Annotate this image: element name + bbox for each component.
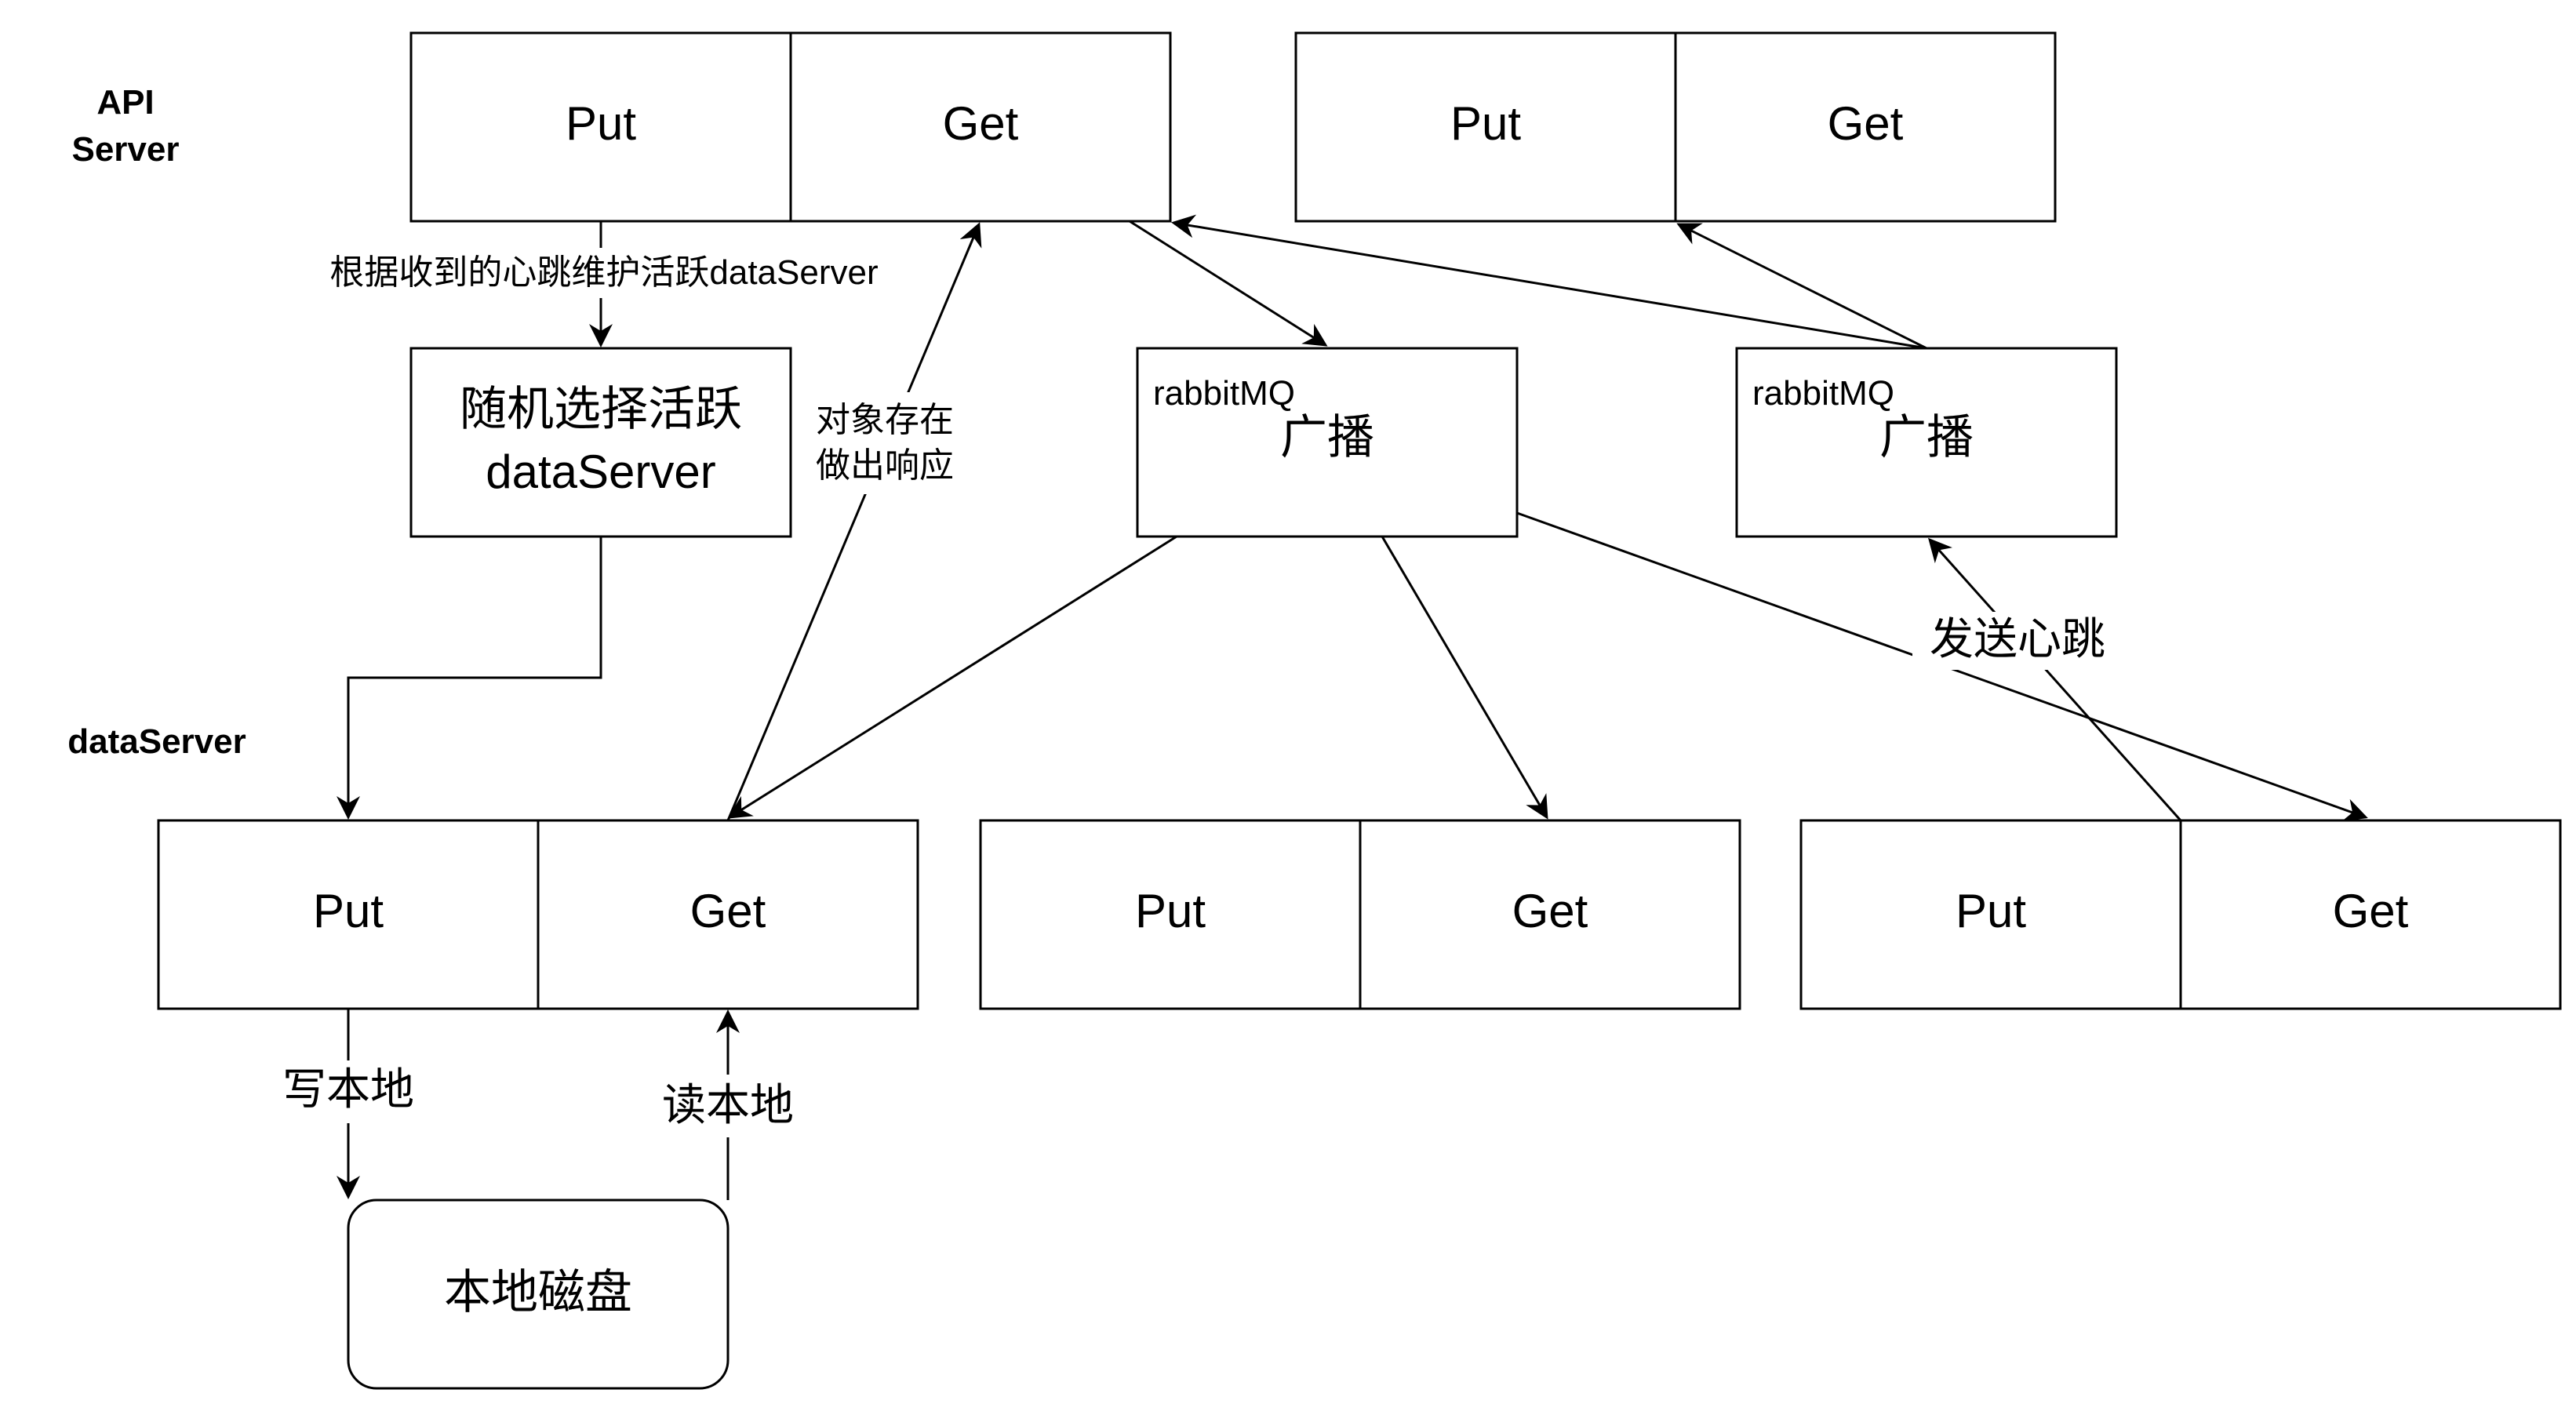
data-server-1-put-label: Put: [313, 885, 384, 937]
api-server-1: Put Get: [409, 31, 1172, 223]
heartbeat-maintain-label: 根据收到的心跳维护活跃dataServer: [329, 253, 878, 292]
rabbitmq-node-2: rabbitMQ 广播: [1735, 347, 2118, 538]
api-server-2: Put Get: [1294, 31, 2057, 223]
data-server-3: Put Get: [1799, 819, 2562, 1010]
write-local-label-bg: [267, 1060, 431, 1123]
data-server-2-get-box: [1359, 819, 1741, 1010]
edge-random-select-to-ds1-put: [337, 537, 602, 820]
api-server-2-get-label: Get: [1828, 97, 1904, 150]
rabbitmq-tag-1: rabbitMQ: [1153, 374, 1295, 413]
edge-rabbitmq2-to-api2-get: [1676, 223, 1927, 350]
api-server-1-get-label: Get: [943, 97, 1019, 150]
edge-ds1-get-to-api1-get: [726, 222, 982, 821]
data-server-1-get-label: Get: [690, 885, 766, 937]
edge-rabbitmq2-to-api1-get: [1171, 214, 1927, 350]
data-server-2-put-label: Put: [1135, 885, 1206, 937]
rabbitmq-box-1: [1136, 347, 1519, 538]
edge-ds3-to-rabbitmq2-heartbeat: [1928, 537, 2182, 821]
local-disk-node: 本地磁盘: [347, 1199, 730, 1390]
data-server-1-get-box: [537, 819, 919, 1010]
rabbitmq-box-2: [1735, 347, 2118, 538]
object-exists-label-bg: [808, 392, 965, 494]
api-server-1-put-label: Put: [566, 97, 636, 150]
edge-api1-get-to-rabbitmq1: [1129, 220, 1328, 347]
random-select-line1: 随机选择活跃: [460, 383, 742, 435]
random-select-box: [409, 347, 792, 538]
data-server-2-put-box: [979, 819, 1362, 1010]
read-local-label-bg: [646, 1075, 811, 1137]
rabbitmq-broadcast-label-2: 广播: [1879, 411, 1974, 464]
local-disk-label: 本地磁盘: [444, 1266, 632, 1319]
rabbitmq-tag-2: rabbitMQ: [1752, 374, 1894, 413]
api-server-2-put-label: Put: [1450, 97, 1521, 150]
data-server-2: Put Get: [979, 819, 1741, 1010]
api-server-label-line1: API: [96, 83, 154, 122]
data-server-3-get-label: Get: [2333, 885, 2409, 937]
edge-rabbitmq1-to-ds1-get: [727, 535, 1177, 819]
data-server-1: Put Get: [157, 819, 919, 1010]
edge-rabbitmq1-to-ds2-get: [1381, 536, 1548, 820]
data-server-2-get-label: Get: [1512, 885, 1588, 937]
rabbitmq-broadcast-label-1: 广播: [1280, 411, 1374, 464]
api-server-2-put-box: [1294, 31, 1677, 223]
data-server-3-put-label: Put: [1956, 885, 2026, 937]
send-heartbeat-label-bg: [1912, 612, 2118, 670]
api-server-2-get-box: [1674, 31, 2057, 223]
write-local-label: 写本地: [282, 1064, 414, 1114]
random-select-line2: dataServer: [486, 446, 716, 498]
api-server-label-line2: Server: [71, 130, 179, 169]
heartbeat-maintain-label-bg: [306, 248, 918, 298]
api-server-1-get-box: [789, 31, 1172, 223]
send-heartbeat-label: 发送心跳: [1930, 614, 2105, 664]
dataserver-section-label: dataServer: [67, 722, 246, 761]
data-server-3-get-box: [2179, 819, 2562, 1010]
api-server-1-put-box: [409, 31, 792, 223]
local-disk-box: [347, 1199, 730, 1390]
read-local-label: 读本地: [662, 1080, 794, 1129]
rabbitmq-node-1: rabbitMQ 广播: [1136, 347, 1519, 538]
object-exists-label-line1: 对象存在: [816, 401, 954, 439]
object-exists-label-line2: 做出响应: [816, 446, 954, 485]
random-select-node: 随机选择活跃 dataServer: [409, 347, 792, 538]
